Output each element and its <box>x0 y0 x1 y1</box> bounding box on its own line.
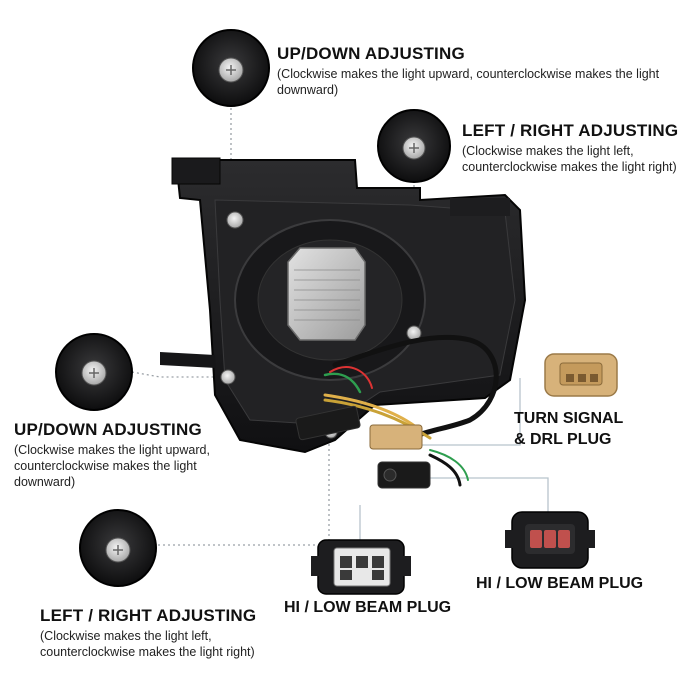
zoom-inset-updown-top <box>192 29 270 107</box>
zoom-inset-leftright-top <box>377 109 451 183</box>
callout-desc: (Clockwise makes the light upward, count… <box>14 443 210 489</box>
leader-line-updown-left <box>131 371 222 378</box>
adjuster-bolt-updown-left <box>220 369 236 385</box>
housing-connectors <box>295 405 431 489</box>
turn-signal-label-line2: & DRL PLUG <box>514 431 612 448</box>
zoom-inset-leftright-bottom <box>79 509 157 587</box>
callout-desc: (Clockwise makes the light upward, count… <box>277 67 660 97</box>
callout-title: UP/DOWN ADJUSTING <box>14 420 202 439</box>
black-connector-right <box>377 461 431 489</box>
zoom-insets <box>55 29 451 587</box>
callout-desc: (Clockwise makes the light left, counter… <box>462 144 677 174</box>
hi-low-beam-plug-right <box>505 511 595 569</box>
turn-signal-label-line1: TURN SIGNAL <box>514 410 624 427</box>
heat-sink <box>287 247 366 341</box>
callout-leftright-top: LEFT / RIGHT ADJUSTING (Clockwise makes … <box>462 121 697 175</box>
headlight-housing <box>160 157 527 454</box>
plug-leader-lines <box>359 378 549 540</box>
callout-title: LEFT / RIGHT ADJUSTING <box>462 121 679 140</box>
hi-low-beam-label-center: HI / LOW BEAM PLUG <box>284 599 452 616</box>
leader-line-turn-signal <box>418 378 521 446</box>
callout-updown-top: UP/DOWN ADJUSTING (Clockwise makes the l… <box>277 44 697 98</box>
turn-signal-drl-plug <box>544 353 618 397</box>
callout-title: LEFT / RIGHT ADJUSTING <box>40 606 257 625</box>
callout-leftright-bottom: LEFT / RIGHT ADJUSTING (Clockwise makes … <box>40 606 310 660</box>
callout-updown-left: UP/DOWN ADJUSTING (Clockwise makes the l… <box>14 420 229 490</box>
callout-desc: (Clockwise makes the light left, counter… <box>40 629 255 659</box>
adjuster-bolt-updown-top <box>226 211 244 229</box>
hi-low-beam-label-right: HI / LOW BEAM PLUG <box>476 575 644 592</box>
zoom-inset-updown-left <box>55 333 133 411</box>
hi-low-beam-plug-center <box>311 539 411 595</box>
black-connector-left <box>295 405 361 441</box>
leader-line-hilow-right <box>420 477 549 512</box>
tan-connector <box>369 424 423 450</box>
callout-title: UP/DOWN ADJUSTING <box>277 44 465 63</box>
